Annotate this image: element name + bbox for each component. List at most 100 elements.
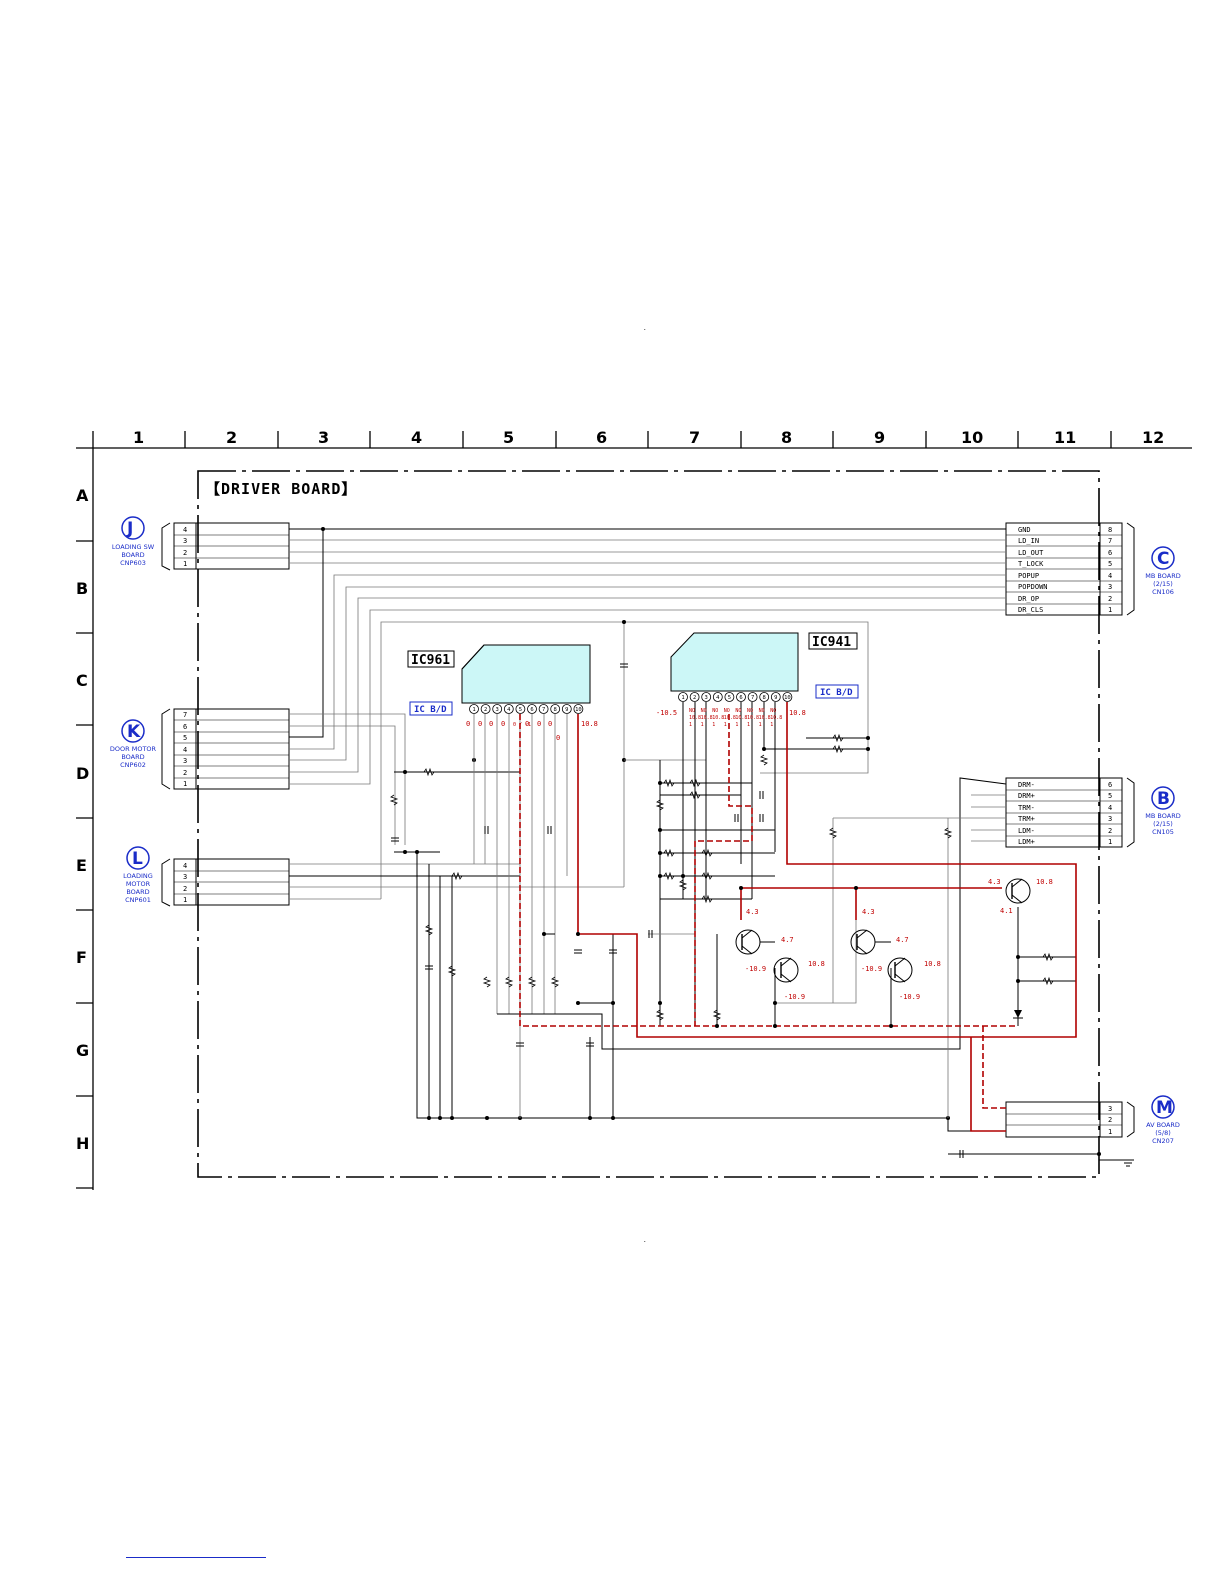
voltage: NO: [759, 708, 765, 714]
connector-c: GND LD_IN LD_OUT T_LOCK POPUP POPDOWN DR…: [1005, 522, 1181, 616]
ic-pin: [736, 692, 746, 702]
ic-pin: [480, 704, 491, 714]
col-label: 10: [961, 428, 983, 447]
signal-label: TRM+: [1018, 815, 1035, 823]
col-label: 12: [1142, 428, 1164, 447]
signal-label: T_LOCK: [1018, 560, 1044, 568]
center-mark-top: .: [643, 325, 647, 332]
pin: 3: [1108, 815, 1112, 823]
row-label: C: [76, 671, 88, 690]
grid-column-labels: 1 2 3 4 5 6 7 8 9 10 11 12: [133, 428, 1164, 447]
ic-pin: [469, 704, 479, 714]
signal-label: GND: [1018, 526, 1031, 534]
voltage: 10.8: [689, 715, 701, 721]
connector-k-badge: [121, 719, 145, 743]
ic-pin: [573, 704, 584, 714]
ic-pin: [550, 704, 561, 714]
connector-j-desc: LOADING SW: [112, 543, 155, 551]
pin: 6: [1108, 549, 1112, 557]
zener-diode: [1013, 1010, 1023, 1019]
voltage: NO: [689, 708, 695, 714]
signal-label: DRM+: [1018, 792, 1035, 800]
connector-c-desc: MB BOARD: [1145, 572, 1180, 580]
connector-k-desc: BOARD: [121, 753, 144, 761]
pin: 1: [1108, 838, 1112, 846]
voltage: -10.5: [656, 709, 677, 717]
ic961-tag: IC B/D: [414, 705, 447, 715]
voltage: NO: [735, 708, 741, 714]
signal-label: TRM-: [1018, 804, 1035, 812]
row-label: F: [76, 948, 87, 967]
ic-pin: [538, 704, 549, 714]
connector-l-letter: L: [132, 849, 143, 869]
pin: 7: [1108, 537, 1112, 545]
voltage: 4.7: [781, 936, 794, 944]
center-mark-bottom: .: [643, 1237, 647, 1244]
transistor-q3: 4.3 4.7 -10.9: [850, 908, 909, 973]
voltage: 10.8: [924, 960, 941, 968]
transistor-q2: 10.8 -10.9: [773, 957, 825, 1001]
pin: 4: [1108, 572, 1112, 580]
pin: 3: [1108, 1105, 1112, 1113]
connector-l-desc: CNP601: [125, 896, 151, 904]
voltage: 10.8: [770, 715, 782, 721]
grid-row-labels: A B C D E F G H: [76, 486, 89, 1153]
transistor-q4: 10.8 -10.9: [887, 957, 941, 1001]
connector-m-letter: M: [1156, 1098, 1173, 1118]
ic-pin-number: 9: [565, 707, 568, 713]
connector-c-desc: CN106: [1152, 588, 1174, 596]
voltage: 10.8: [789, 709, 806, 717]
pin: 2: [1108, 595, 1112, 603]
connector-m-desc: AV BOARD: [1146, 1121, 1180, 1129]
transistor-q5: 4.3 10.8 4.1: [988, 878, 1053, 915]
col-label: 1: [133, 428, 144, 447]
ic941-body: [670, 632, 799, 692]
row-label: A: [76, 486, 89, 505]
pin: 4: [183, 526, 187, 534]
ic-pin: [782, 692, 793, 702]
col-label: 7: [689, 428, 700, 447]
capacitors: [391, 663, 964, 1158]
ic-pin-number: 6: [530, 707, 533, 713]
connector-k-desc: DOOR MOTOR: [110, 745, 157, 753]
connector-b-desc: (2/15): [1153, 820, 1173, 828]
col-label: 8: [781, 428, 792, 447]
voltage: 10.8: [747, 715, 759, 721]
voltage: -10.9: [899, 993, 920, 1001]
footer-link-underline[interactable]: [126, 1557, 266, 1558]
board-outline: [197, 470, 1100, 1178]
voltage: 0: [478, 720, 482, 728]
voltage: 1: [724, 722, 727, 728]
ic-pin-number: 2: [693, 695, 696, 701]
ic-pin-number: 1: [472, 707, 475, 713]
pin: 1: [183, 896, 187, 904]
connector-j: J LOADING SW BOARD CNP603 4 3 2 1: [112, 516, 290, 571]
ic-pin: [492, 704, 503, 714]
ic-pin: [712, 692, 723, 702]
col-label: 6: [596, 428, 607, 447]
ic-pin: [678, 692, 688, 702]
signal-label: POPDOWN: [1018, 583, 1048, 591]
ic-pin-number: 3: [705, 695, 708, 701]
connector-b-desc: MB BOARD: [1145, 812, 1180, 820]
ground-icon: [1122, 1159, 1134, 1167]
col-label: 9: [874, 428, 885, 447]
signal-label: LD_IN: [1018, 537, 1039, 545]
connector-b-letter: B: [1157, 789, 1170, 809]
voltage: 10.8: [581, 720, 598, 728]
connector-j-badge: [121, 516, 145, 540]
voltage: NO: [747, 708, 753, 714]
ic-pin: [515, 704, 526, 714]
voltage: -10.9: [784, 993, 805, 1001]
pin: 5: [183, 734, 187, 742]
voltage: -10.9: [861, 965, 882, 973]
voltage: 1: [689, 722, 692, 728]
pin: 3: [183, 757, 187, 765]
grid-frame: [76, 431, 1192, 1190]
ic-pin-number: 5: [519, 707, 522, 713]
pin: 4: [183, 862, 187, 870]
voltage: 10.8: [1036, 878, 1053, 886]
connector-l-badge: [126, 846, 150, 870]
